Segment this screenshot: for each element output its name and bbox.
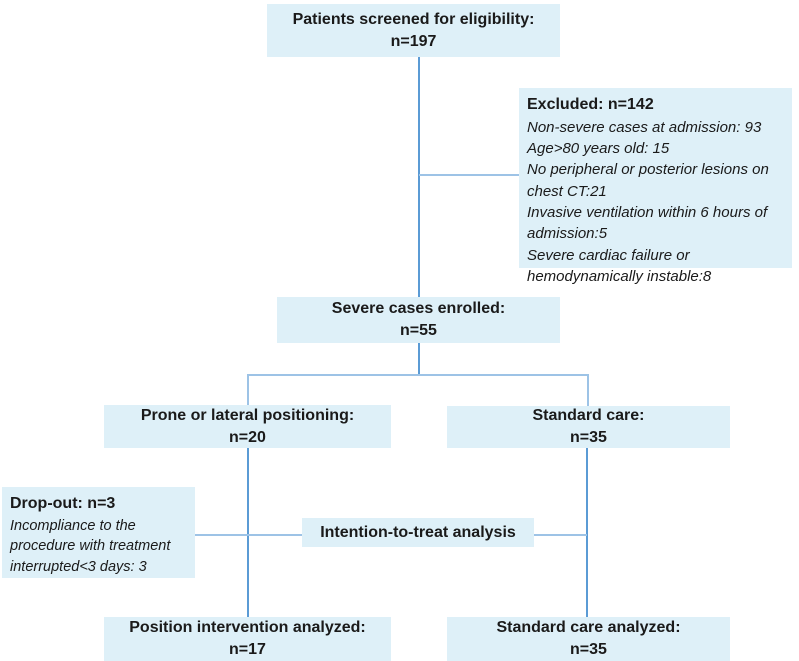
excluded-reason: Non-severe cases at admission: 93 — [527, 118, 762, 136]
box-analyzed-right-count: n=35 — [570, 641, 607, 658]
box-standard: Standard care: n=35 — [447, 406, 730, 448]
connector-split-horizontal — [247, 374, 589, 376]
connector-split-left-drop — [247, 374, 249, 405]
dropout-reason: Incompliance to the procedure with treat… — [10, 517, 171, 575]
connector-prone-to-analyzed — [247, 448, 249, 617]
box-analyzed-left-label: Position intervention analyzed: — [129, 619, 366, 637]
box-analyzed-right: Standard care analyzed: n=35 — [447, 617, 730, 661]
connector-screened-to-enrolled — [418, 57, 420, 297]
box-intention-to-treat: Intention-to-treat analysis — [302, 518, 534, 547]
box-prone: Prone or lateral positioning: n=20 — [104, 405, 391, 448]
connector-itt-to-right — [534, 534, 587, 536]
connector-dropout-to-itt — [195, 534, 302, 536]
box-intention-to-treat-label: Intention-to-treat analysis — [320, 523, 516, 541]
connector-enrolled-stub — [418, 343, 420, 376]
box-prone-count: n=20 — [229, 428, 266, 446]
box-enrolled-count: n=55 — [400, 322, 437, 339]
box-screened-label: Patients screened for eligibility: — [292, 10, 535, 28]
box-standard-count: n=35 — [570, 429, 607, 446]
box-analyzed-left-count: n=17 — [229, 641, 266, 658]
connector-to-excluded — [419, 174, 519, 176]
box-standard-label: Standard care: — [532, 407, 645, 425]
box-dropout-title: Drop-out: n=3 — [10, 495, 116, 512]
box-enrolled-label: Severe cases enrolled: — [331, 300, 506, 318]
box-screened: Patients screened for eligibility: n=197 — [267, 4, 560, 57]
box-dropout: Drop-out: n=3 Incompliance to the proced… — [2, 487, 195, 578]
connector-standard-to-analyzed — [586, 448, 588, 617]
connector-split-right-drop — [587, 374, 589, 406]
box-prone-label: Prone or lateral positioning: — [140, 406, 355, 424]
excluded-reason: Severe cardiac failure or hemodynamicall… — [527, 246, 712, 285]
box-screened-count: n=197 — [390, 32, 437, 50]
box-excluded-title: Excluded: n=142 — [527, 96, 654, 113]
box-enrolled: Severe cases enrolled: n=55 — [277, 297, 560, 343]
excluded-reason: Age>80 years old: 15 — [527, 140, 670, 158]
excluded-reason: Invasive ventilation within 6 hours of a… — [527, 203, 768, 243]
box-analyzed-left: Position intervention analyzed: n=17 — [104, 617, 391, 661]
box-excluded: Excluded: n=142 Non-severe cases at admi… — [519, 88, 792, 285]
box-analyzed-right-label: Standard care analyzed: — [496, 619, 681, 637]
excluded-reason: No peripheral or posterior lesions on ch… — [527, 161, 769, 200]
